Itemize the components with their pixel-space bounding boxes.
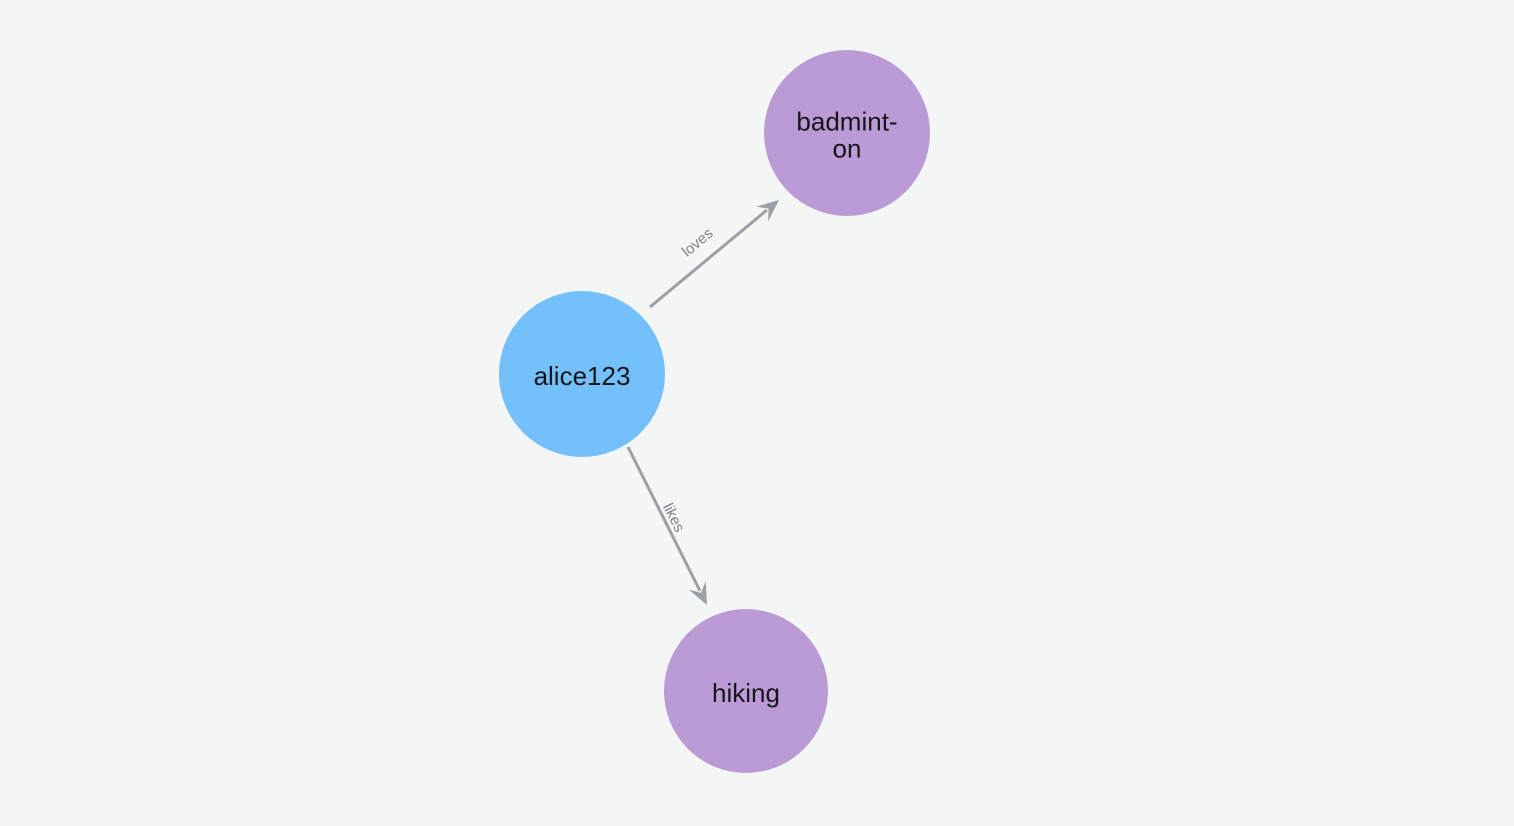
edge-likes-line[interactable] [626, 446, 702, 592]
node-hiking[interactable]: hiking [664, 609, 828, 773]
node-badminton-circle[interactable] [764, 50, 930, 216]
edge-likes-arrowhead [688, 581, 707, 605]
node-badminton[interactable]: badmint- on [764, 50, 930, 216]
edge-loves[interactable]: loves [649, 200, 779, 309]
node-hiking-circle[interactable] [664, 609, 828, 773]
edge-likes[interactable]: likes [626, 446, 707, 605]
node-alice123[interactable]: alice123 [499, 291, 665, 457]
edge-loves-arrowhead [756, 200, 779, 222]
edge-loves-line[interactable] [649, 208, 768, 309]
node-layer: badmint- on alice123 hiking [499, 50, 930, 773]
node-alice123-circle[interactable] [499, 291, 665, 457]
